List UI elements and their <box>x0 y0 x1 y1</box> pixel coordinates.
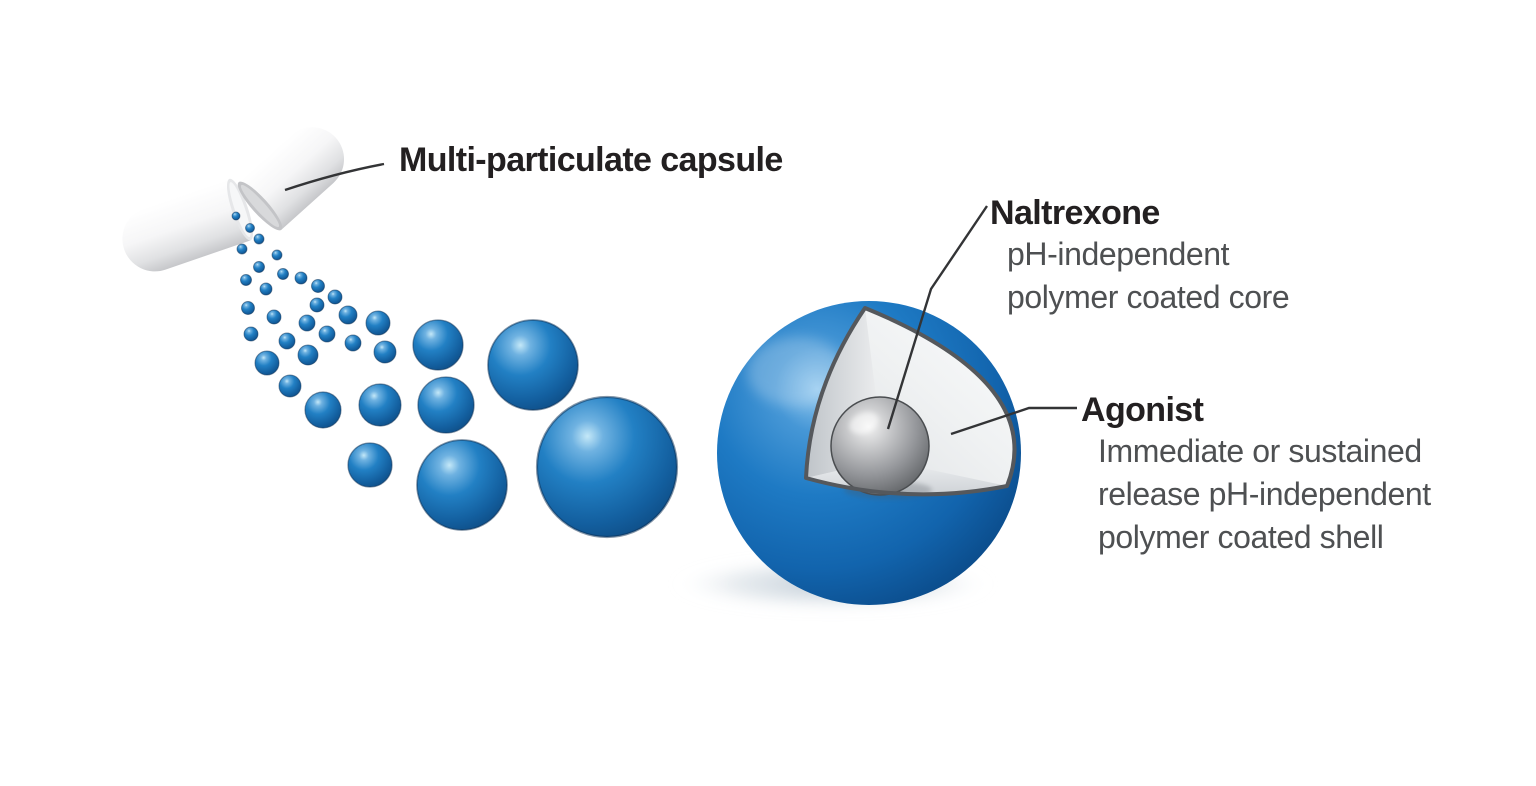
bead <box>304 391 342 429</box>
capsule-cap <box>237 127 345 231</box>
capsule-body <box>122 178 254 272</box>
bead <box>259 282 273 296</box>
bead <box>298 314 316 332</box>
bead <box>241 301 255 315</box>
bead <box>243 326 259 342</box>
shell-label-line1: Immediate or sustained <box>1098 433 1422 469</box>
bead <box>253 261 265 273</box>
capsule-illustration <box>122 127 345 272</box>
bead <box>277 268 289 280</box>
core-label-line2: polymer coated core <box>1007 279 1290 315</box>
shell-label: Agonist Immediate or sustained release p… <box>1081 390 1431 559</box>
bead <box>231 211 241 221</box>
bead <box>311 279 325 293</box>
leader-line-core <box>886 205 988 430</box>
bead <box>266 309 282 325</box>
capsule-label: Multi-particulate capsule <box>399 141 783 179</box>
core-label-line1: pH-independent <box>1007 236 1230 272</box>
leader-lines <box>284 162 1077 436</box>
cutaway-edge <box>804 306 1017 497</box>
bead <box>338 305 358 325</box>
bead <box>253 233 265 245</box>
bead <box>294 271 308 285</box>
bead <box>240 274 252 286</box>
bead <box>278 374 302 398</box>
core-label: Naltrexone pH-independent polymer coated… <box>990 193 1290 319</box>
naltrexone-core <box>830 396 930 496</box>
shell-label-line3: polymer coated shell <box>1098 519 1384 555</box>
bead <box>254 350 280 376</box>
bead <box>271 249 283 261</box>
bead <box>373 340 397 364</box>
bead <box>327 289 343 305</box>
bead <box>245 223 255 233</box>
shell-label-title: Agonist <box>1081 391 1204 429</box>
leader-line-shell <box>950 406 1077 436</box>
bead <box>278 332 296 350</box>
core-label-title: Naltrexone <box>990 194 1160 232</box>
bead <box>417 376 475 434</box>
shell-label-line2: release pH-independent <box>1098 476 1431 512</box>
leader-line-capsule <box>284 162 385 192</box>
bead <box>344 334 362 352</box>
bead-cascade <box>231 211 679 539</box>
bead <box>347 442 393 488</box>
bead <box>309 297 325 313</box>
bead <box>412 319 464 371</box>
bead <box>365 310 391 336</box>
cutaway-sphere <box>717 301 1021 605</box>
bead <box>297 344 319 366</box>
bead <box>535 395 679 539</box>
bead <box>236 243 248 255</box>
bead <box>416 439 508 531</box>
bead <box>487 319 579 411</box>
bead <box>318 325 336 343</box>
bead <box>358 383 402 427</box>
